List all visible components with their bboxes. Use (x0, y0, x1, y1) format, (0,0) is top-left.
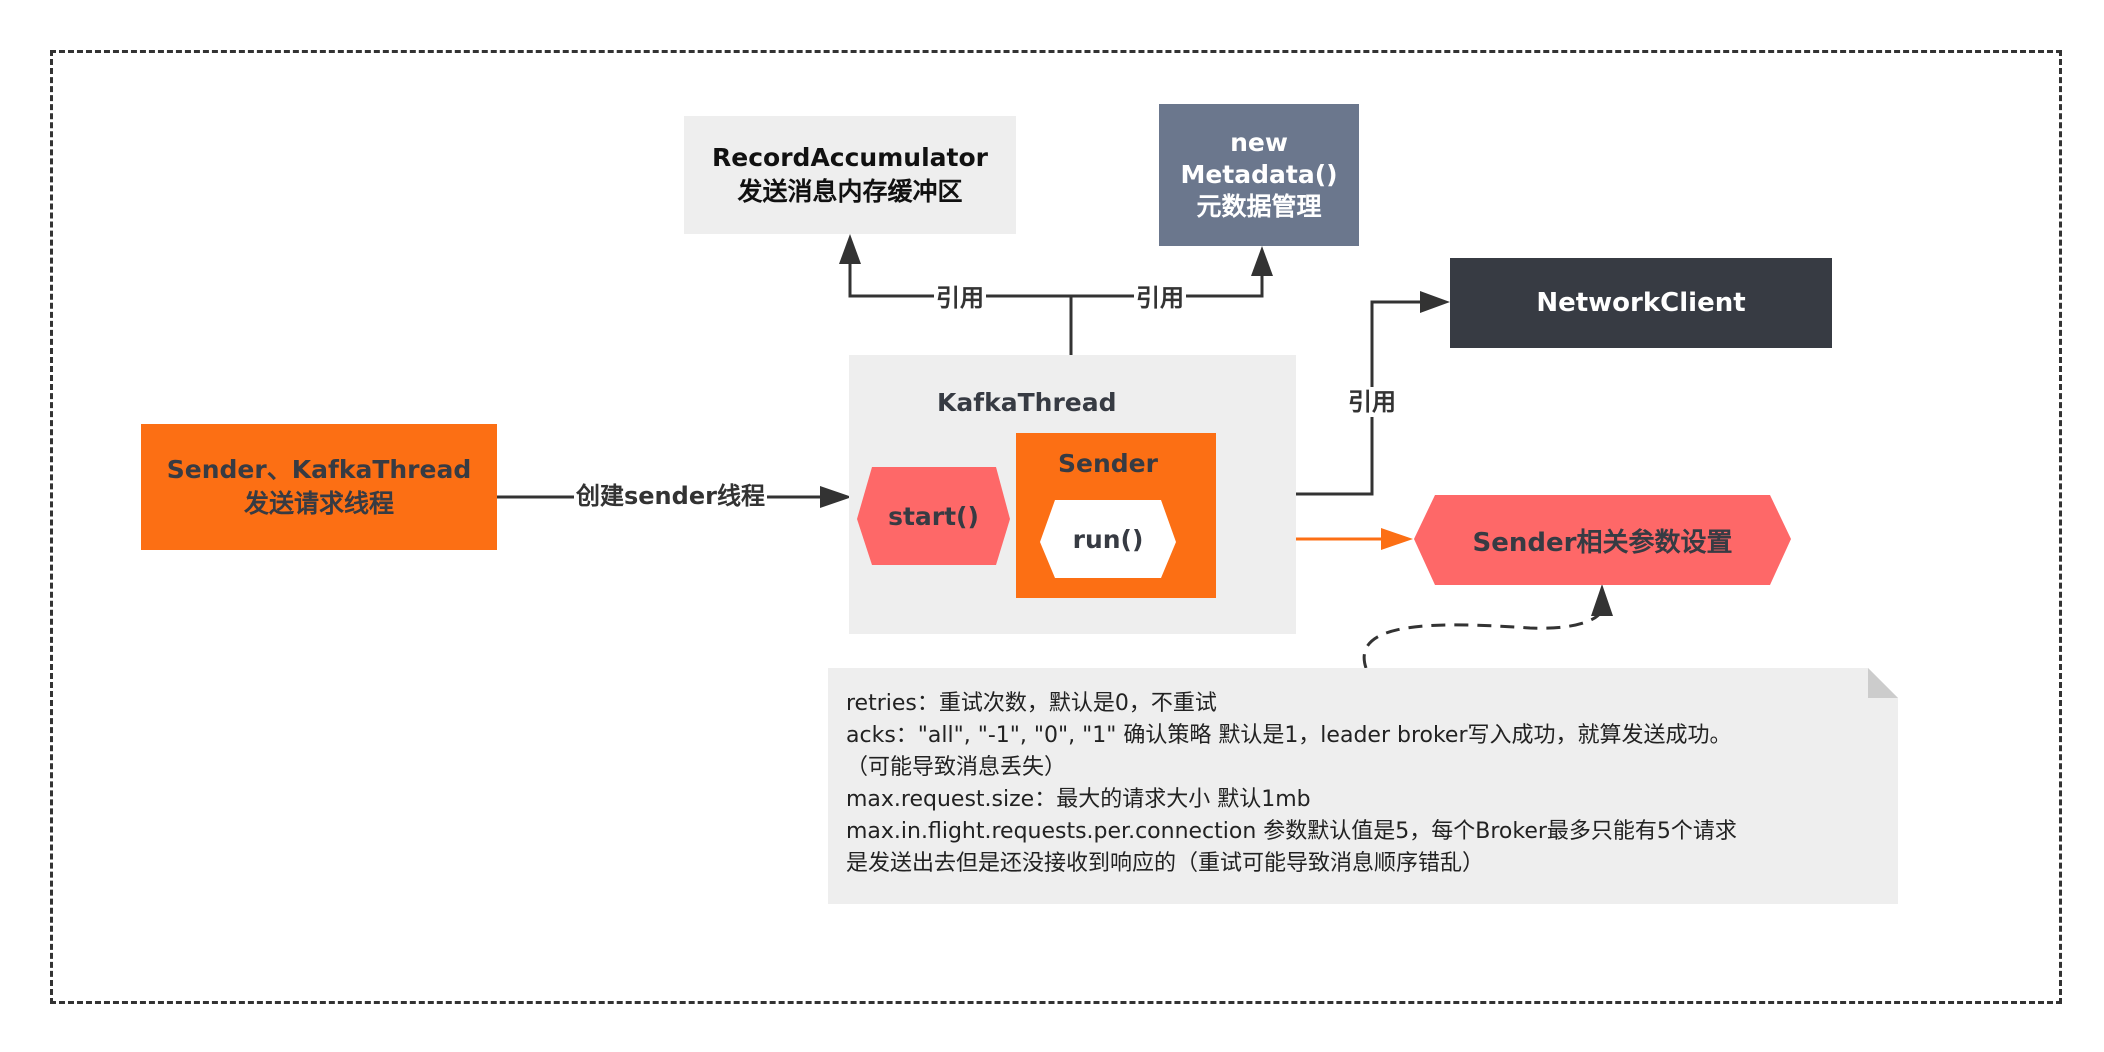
run-node: run() (1040, 500, 1176, 578)
note-line-max-in-flight: max.in.flight.requests.per.connection 参数… (846, 819, 1737, 844)
metadata-node: new Metadata() 元数据管理 (1159, 104, 1359, 246)
kafka-thread-label: KafkaThread (937, 388, 1117, 417)
sender-label: Sender (1058, 449, 1158, 478)
sender-params-node: Sender相关参数设置 (1414, 495, 1791, 585)
sender-kafkathread-line2: 发送请求线程 (243, 489, 394, 518)
record-accumulator-node: RecordAccumulator 发送消息内存缓冲区 (684, 116, 1016, 234)
edge-label-ref-network-client: 引用 (1346, 387, 1398, 417)
run-hexagon-shape (1040, 500, 1176, 578)
arrow-head-note (1591, 584, 1613, 616)
sender-params-label: Sender相关参数设置 (1472, 527, 1733, 558)
run-label: run() (1072, 524, 1144, 554)
note-line-max-in-flight-detail: 是发送出去但是还没接收到响应的（重试可能导致消息顺序错乱） (846, 851, 1485, 876)
edge-label-create-sender-thread: 创建sender线程 (574, 481, 767, 511)
parameter-note: retries：重试次数，默认是0，不重试 acks："all", "-1", … (828, 668, 1898, 904)
edge-label-ref-record-accumulator: 引用 (934, 283, 986, 313)
arrow-head-create-sender (820, 486, 852, 508)
start-hexagon-shape (857, 467, 1010, 565)
metadata-line1: new (1230, 128, 1288, 157)
note-line-acks: acks："all", "-1", "0", "1" 确认策略 默认是1，lea… (846, 723, 1732, 748)
network-client-node: NetworkClient (1450, 258, 1832, 348)
arrow-head-metadata (1251, 246, 1273, 276)
dashed-frame (50, 50, 2062, 1004)
sender-kafkathread-node: Sender、KafkaThread 发送请求线程 (141, 424, 497, 550)
start-label: start() (888, 501, 979, 531)
edge-ref-record-accumulator (848, 254, 1071, 298)
network-client-label: NetworkClient (1536, 288, 1746, 318)
record-accumulator-line1: RecordAccumulator (712, 143, 988, 172)
start-node: start() (857, 467, 1010, 565)
edge-note-to-params (1362, 607, 1604, 669)
arrow-head-params (1381, 528, 1413, 550)
arrow-head-record-accumulator (839, 234, 861, 264)
sender-kafkathread-line1: Sender、KafkaThread (166, 455, 472, 484)
metadata-line2: Metadata() (1180, 160, 1338, 189)
note-fold (1868, 668, 1898, 698)
arrow-head-network-client (1420, 291, 1450, 313)
note-line-retries: retries：重试次数，默认是0，不重试 (846, 691, 1217, 716)
metadata-line3: 元数据管理 (1196, 192, 1322, 221)
note-line-acks-warning: （可能导致消息丢失） (846, 755, 1067, 780)
params-hexagon (1414, 495, 1791, 585)
edge-label-ref-metadata: 引用 (1134, 283, 1186, 313)
note-line-max-request-size: max.request.size：最大的请求大小 默认1mb (846, 787, 1311, 812)
record-accumulator-line2: 发送消息内存缓冲区 (737, 177, 963, 206)
